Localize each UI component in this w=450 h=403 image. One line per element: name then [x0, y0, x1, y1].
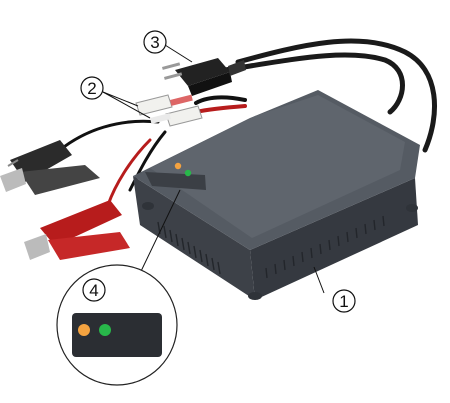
callout-3-label: 3	[150, 33, 159, 52]
dc-cables	[58, 95, 247, 207]
callout-3: 3	[143, 30, 167, 54]
led-inset: 4	[56, 264, 178, 386]
battery-clamp-red	[24, 200, 130, 260]
battery-clamp-black	[0, 140, 100, 195]
mains-plug-icon	[162, 58, 246, 96]
led-indicator-panel	[174, 162, 192, 177]
callout-1: 1	[332, 289, 356, 313]
callout-2-label: 2	[87, 79, 96, 98]
status-led-green	[184, 169, 192, 177]
callout-2: 2	[80, 76, 104, 100]
inset-led-green	[99, 324, 111, 336]
status-led-orange	[174, 162, 182, 170]
callout-4-label: 4	[89, 281, 98, 300]
connector-icon	[135, 94, 203, 127]
inset-led-orange	[78, 324, 90, 336]
charger-housing	[133, 90, 420, 300]
callout-1-label: 1	[339, 292, 348, 311]
mains-cable	[222, 38, 437, 153]
